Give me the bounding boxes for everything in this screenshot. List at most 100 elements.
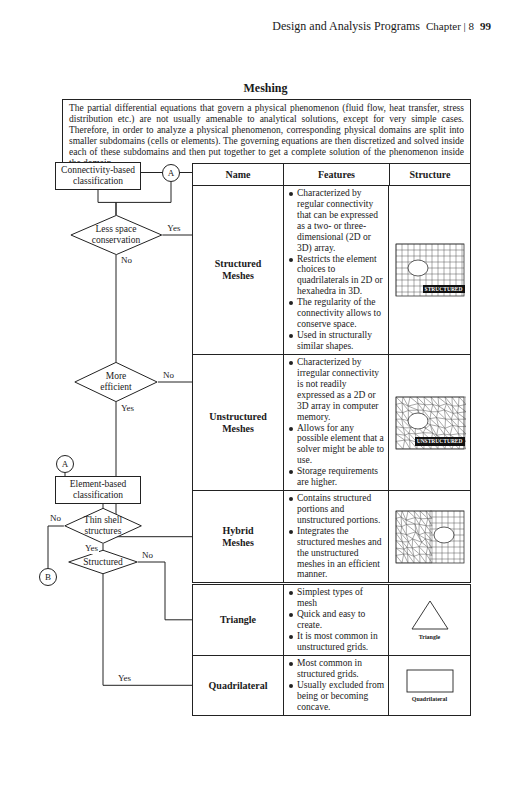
flow-line bbox=[158, 382, 192, 383]
running-header: Design and Analysis ProgramsChapter | 89… bbox=[272, 20, 491, 34]
mesh-cutout bbox=[408, 413, 428, 429]
flow-line bbox=[103, 574, 192, 685]
mesh-picture bbox=[394, 668, 466, 694]
page-number: 99 bbox=[480, 20, 491, 33]
diamond-shape bbox=[65, 509, 142, 544]
feature-item: Storage requirements are higher. bbox=[288, 466, 385, 488]
decision-diamond: Thin shell structures bbox=[64, 508, 142, 544]
header-cell: Structure bbox=[389, 164, 470, 185]
mesh-lines bbox=[396, 244, 464, 296]
feature-item: Characterized by irregular connectivity … bbox=[288, 357, 385, 423]
mesh-picture bbox=[394, 598, 466, 632]
connector bbox=[103, 504, 104, 508]
node-text: Element-based classification bbox=[59, 479, 137, 501]
mesh-name: Triangle bbox=[220, 614, 256, 626]
node-label: A bbox=[62, 459, 69, 469]
connector bbox=[48, 526, 64, 568]
mesh-border bbox=[396, 511, 464, 563]
diamond-shape bbox=[75, 362, 157, 401]
mesh-lines bbox=[396, 397, 466, 449]
structure-cell: Triangle bbox=[388, 585, 470, 655]
column-heading: Structure bbox=[410, 169, 451, 181]
feature-item: It is most common in unstructured grids. bbox=[288, 631, 385, 653]
mesh-cutout bbox=[408, 260, 428, 276]
mesh-border bbox=[396, 244, 464, 296]
mesh-cutout bbox=[434, 527, 454, 543]
node-label: Less space conservation bbox=[87, 224, 144, 246]
branch-label: No bbox=[141, 551, 154, 561]
mesh-border bbox=[396, 397, 464, 449]
connector-circle: A bbox=[162, 164, 180, 182]
diamond-shape bbox=[71, 215, 162, 254]
node-label: Structured bbox=[83, 557, 123, 568]
mesh-drawing bbox=[394, 668, 466, 694]
process-box: Connectivity-based classification bbox=[55, 162, 141, 190]
diagram-title: Meshing bbox=[0, 82, 531, 96]
node-label: Thin shell structures bbox=[79, 515, 126, 537]
node-text: The partial differential equations that … bbox=[69, 103, 464, 169]
picture-tag: STRUCTURED bbox=[423, 285, 465, 293]
name-cell: Quadrilateral bbox=[193, 656, 283, 715]
feature-item: Contains structured portions and unstruc… bbox=[288, 493, 385, 526]
node-label: A bbox=[168, 168, 175, 178]
feature-item: Most common in structured grids. bbox=[288, 658, 385, 680]
feature-item: Used in structurally similar shapes. bbox=[288, 330, 385, 352]
mesh-name: Unstructured Meshes bbox=[207, 411, 269, 434]
connector bbox=[103, 544, 104, 550]
flow-line bbox=[162, 235, 192, 236]
table-row: Triangle Simplest types of meshQuick and … bbox=[192, 584, 471, 656]
features-cell: Simplest types of meshQuick and easy to … bbox=[283, 585, 388, 655]
structure-cell: Quadrilateral bbox=[388, 656, 470, 715]
node-label: Connectivity-based classification bbox=[59, 165, 137, 187]
mesh-picture: UNSTRUCTURED bbox=[394, 395, 466, 451]
structure-cell: STRUCTURED bbox=[388, 186, 470, 354]
picture-caption: Quadrilateral bbox=[412, 696, 447, 703]
feature-item: Quick and easy to create. bbox=[288, 609, 385, 631]
triangle-shape bbox=[412, 601, 448, 629]
picture-tag: UNSTRUCTURED bbox=[415, 437, 465, 445]
connector bbox=[116, 255, 117, 362]
header-cell: Features bbox=[283, 164, 389, 185]
branch-label: Yes bbox=[117, 674, 132, 684]
feature-item: Restricts the element choices to quadril… bbox=[288, 254, 385, 298]
decision-diamond: Structured bbox=[68, 550, 138, 574]
feature-item: Usually excluded from being or becoming … bbox=[288, 680, 385, 713]
features-cell: Characterized by irregular connectivity … bbox=[283, 355, 388, 490]
connector-circle: B bbox=[39, 568, 57, 586]
mesh-drawing bbox=[394, 598, 466, 632]
branch-label: Yes bbox=[120, 404, 135, 414]
connector bbox=[98, 190, 116, 215]
node-label: The partial differential equations that … bbox=[69, 103, 464, 169]
quadrilateral-shape bbox=[407, 670, 453, 692]
mesh-name: Quadrilateral bbox=[209, 680, 268, 692]
structure-cell bbox=[388, 491, 470, 582]
header-cell: Name bbox=[193, 164, 283, 185]
node-text: Structured bbox=[83, 557, 123, 568]
connector-circle: A bbox=[56, 455, 74, 473]
decision-diamond: Less space conservation bbox=[70, 215, 163, 255]
column-heading: Name bbox=[226, 169, 251, 181]
table-row: Unstructured Meshes Characterized by irre… bbox=[192, 354, 471, 491]
flow-line bbox=[138, 562, 192, 620]
node-text: More efficient bbox=[90, 371, 141, 393]
node-text: Connectivity-based classification bbox=[59, 165, 137, 187]
feature-item: The regularity of the connectivity allow… bbox=[288, 297, 385, 330]
table-row: Quadrilateral Most common in structured g… bbox=[192, 655, 471, 716]
node-label: Element-based classification bbox=[59, 479, 137, 501]
edge-label: Yes bbox=[84, 544, 99, 554]
node-text: A bbox=[168, 168, 175, 178]
feature-item: Simplest types of mesh bbox=[288, 587, 385, 609]
table-row: Structured MeshesCharacterized by regula… bbox=[192, 185, 471, 355]
node-text: Thin shell structures bbox=[79, 515, 126, 537]
feature-item: Characterized by regular connectivity th… bbox=[288, 188, 385, 254]
flow-line bbox=[116, 402, 192, 537]
edge-label: No bbox=[120, 256, 133, 266]
diamond-shape bbox=[69, 550, 138, 574]
edge-label: No bbox=[49, 514, 62, 524]
mesh-picture bbox=[394, 509, 466, 565]
mesh-lines bbox=[396, 511, 464, 563]
picture-caption: Triangle bbox=[419, 634, 441, 641]
name-cell: Unstructured Meshes bbox=[193, 355, 283, 490]
mesh-drawing bbox=[394, 509, 466, 565]
